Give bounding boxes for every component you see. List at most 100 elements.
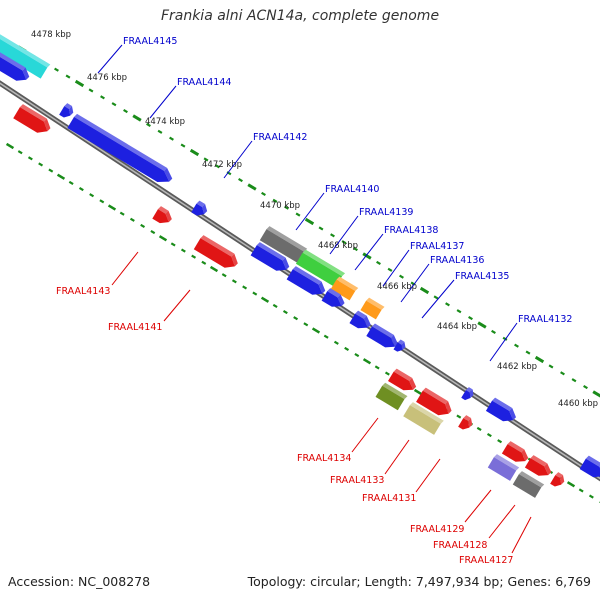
- scale-tick: [54, 67, 59, 72]
- scale-tick: [203, 157, 209, 162]
- scale-tick: [353, 247, 358, 252]
- gene-fraal4128-body: [512, 474, 542, 498]
- lower-tick: [221, 273, 227, 278]
- gene-fraal4139-body: [295, 252, 343, 288]
- gene-fraal4128-red-top-head: [521, 449, 529, 462]
- leader-line: [421, 279, 455, 319]
- gene-label-reverse: FRAAL4133: [330, 475, 384, 486]
- gene-fraal4143: [152, 206, 172, 224]
- gene-fraal4131-body: [416, 390, 449, 416]
- scale-tick: [456, 309, 462, 314]
- gene-blue-c: [321, 288, 345, 307]
- gene-fraal4129-top: [493, 454, 520, 471]
- gene-label-reverse: FRAAL4134: [297, 453, 351, 464]
- scale-tick: [215, 164, 220, 169]
- gene-small-red-top-head: [468, 417, 473, 428]
- gene-fraal4144-left-top-head: [22, 67, 30, 80]
- gene-fraal4142-body: [191, 203, 205, 216]
- gene-fraal4132-top-head: [509, 407, 517, 421]
- lower-tick: [68, 180, 74, 185]
- leader-line: [111, 251, 139, 286]
- scale-tick: [180, 143, 186, 148]
- leader-line: [511, 516, 532, 554]
- genome-summary-text: Topology: circular; Length: 7,497,934 bp…: [247, 574, 591, 589]
- gene-small-red-top: [463, 415, 472, 421]
- scale-tick: [132, 114, 142, 122]
- lower-tick: [242, 285, 248, 290]
- lower-tick: [119, 211, 125, 216]
- gene-label-forward: FRAAL4135: [455, 271, 509, 282]
- gene-fraal4144-left-body: [0, 56, 27, 81]
- lower-tick: [38, 162, 44, 167]
- lower-tick: [323, 334, 329, 339]
- leader-line: [223, 140, 253, 179]
- leader-line: [415, 458, 441, 493]
- gene-fraal4128-red: [501, 441, 529, 462]
- lower-tick: [170, 242, 176, 247]
- gene-fraal4135-body: [461, 390, 471, 401]
- gene-fraal4128-top: [518, 471, 545, 488]
- lower-tick: [476, 426, 482, 431]
- gene-fraal4134-red-top-head: [409, 377, 417, 390]
- scale-label: 4466 kbp: [377, 282, 417, 292]
- gene-fraal4143-top-head: [165, 210, 172, 223]
- scale-tick: [525, 350, 531, 355]
- scale-tick: [304, 217, 315, 226]
- gene-fraal4127-top: [530, 455, 548, 467]
- gene-fraal4138-top: [336, 276, 359, 291]
- scale-tick: [284, 205, 289, 210]
- lower-tick: [48, 168, 54, 173]
- scale-label: 4472 kbp: [202, 160, 242, 170]
- gene-tiny-red-top: [555, 472, 564, 478]
- gene-labels: FRAAL4145FRAAL4144FRAAL4142FRAAL4140FRAA…: [56, 36, 572, 566]
- gene-fraal4142-top-head: [202, 204, 208, 215]
- gene-fraal4135: [461, 387, 474, 401]
- leader-line: [382, 249, 410, 287]
- gene-red-a-top: [19, 104, 47, 122]
- gene-small-blue-top: [397, 339, 405, 345]
- leader-line: [488, 504, 516, 539]
- gene-label-forward: FRAAL4145: [123, 36, 177, 47]
- scale-tick: [548, 364, 554, 369]
- scale-tick: [295, 212, 301, 217]
- gene-fraal4129-body: [487, 457, 517, 481]
- scale-tick: [341, 240, 347, 245]
- scale-tick: [445, 302, 450, 307]
- gene-fraal4134-red: [388, 368, 417, 391]
- scale-label: 4464 kbp: [437, 322, 477, 332]
- leader-line: [149, 85, 177, 119]
- lower-tick: [588, 494, 594, 499]
- gene-fraal4138: [330, 276, 359, 301]
- gene-small-forward: [59, 103, 74, 118]
- gene-fraal4132: [485, 397, 517, 422]
- gene-fraal4129: [487, 454, 520, 481]
- lower-tick: [362, 358, 372, 365]
- gene-fraal4127-top-head: [544, 463, 552, 476]
- lower-tick: [311, 327, 321, 334]
- gene-fraal4134-red-top: [393, 368, 413, 381]
- gene-red-a: [13, 104, 51, 133]
- gene-blue-c-top: [327, 288, 341, 298]
- gene-fraal4140-body: [259, 229, 305, 263]
- gene-fraal4143-body: [152, 209, 169, 224]
- lower-tick: [129, 217, 135, 222]
- scale-tick: [419, 286, 430, 295]
- lower-tick: [78, 186, 84, 192]
- scale-tick: [238, 178, 243, 183]
- gene-fraal4137-body: [360, 300, 382, 320]
- scale-tick: [534, 355, 545, 364]
- scale-tick: [65, 74, 71, 79]
- gene-fraal4139-top: [302, 249, 346, 277]
- gene-fraal4142: [191, 200, 208, 216]
- scale-tick: [157, 129, 163, 134]
- scale-tick: [100, 95, 105, 100]
- leader-line: [384, 439, 410, 475]
- gene-edge-blue-top: [585, 455, 600, 467]
- gene-label-forward: FRAAL4140: [325, 184, 379, 195]
- scale-tick: [376, 260, 381, 265]
- gene-blue-a: [250, 242, 290, 271]
- scale-tick: [261, 191, 266, 196]
- scale-tick: [583, 385, 588, 390]
- gene-fraal4137: [360, 297, 385, 320]
